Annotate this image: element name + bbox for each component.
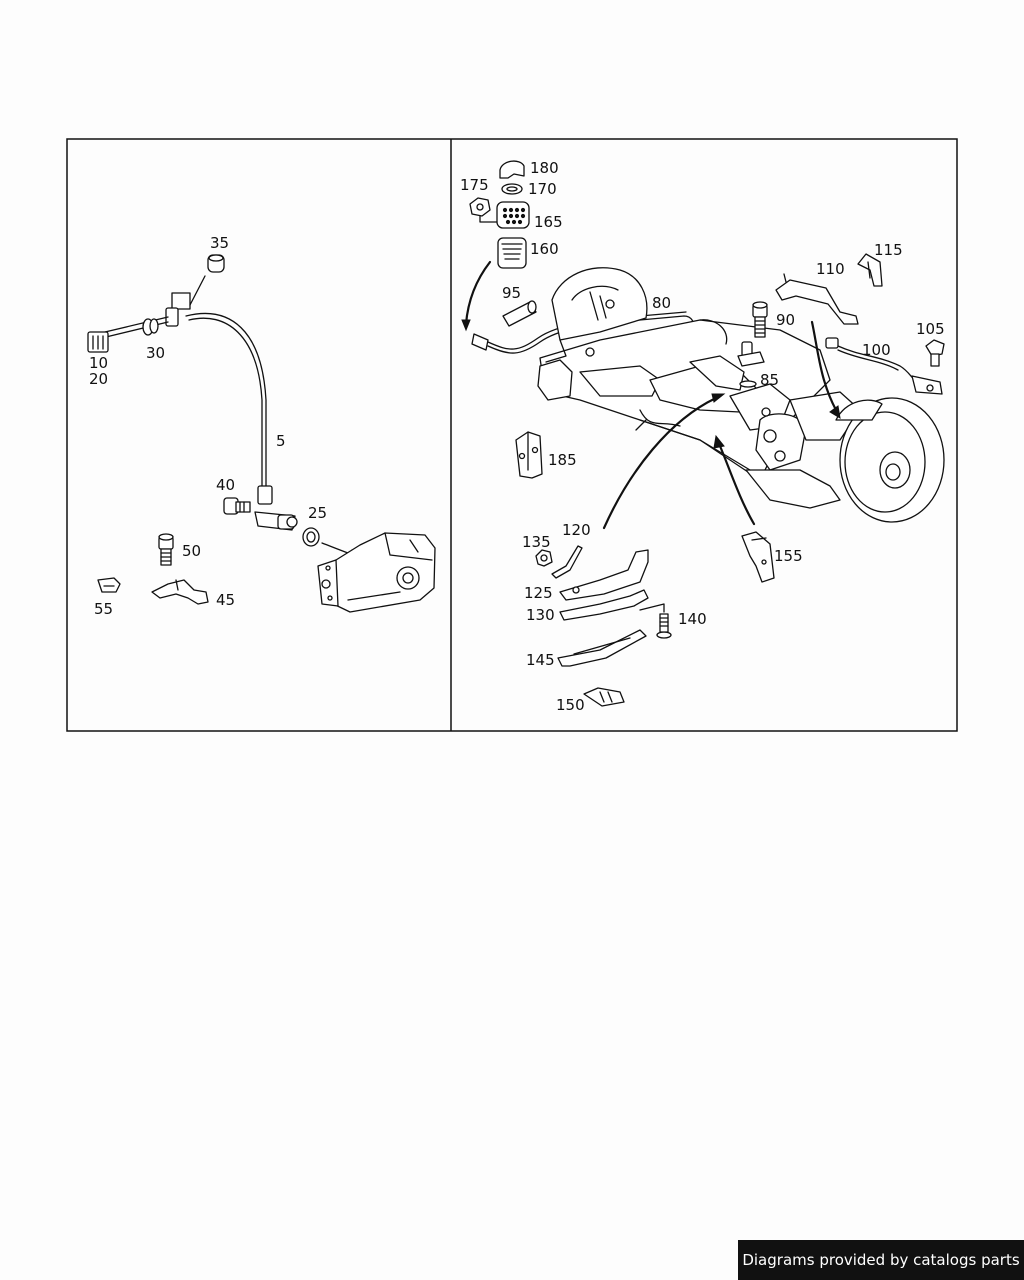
part-125-bracket[interactable]	[559, 549, 649, 601]
label-110: 110	[816, 260, 845, 278]
part-140-screw[interactable]	[639, 603, 672, 639]
part-150-pad[interactable]	[583, 687, 625, 707]
label-80: 80	[652, 294, 671, 312]
wheel-hub-disc[interactable]	[835, 397, 945, 523]
label-40: 40	[216, 476, 235, 494]
label-165: 165	[534, 213, 563, 231]
label-120: 120	[562, 521, 591, 539]
label-45: 45	[216, 591, 235, 609]
rear-axle-assembly[interactable]	[537, 267, 861, 509]
label-145: 145	[526, 651, 555, 669]
label-25: 25	[308, 504, 327, 522]
label-35: 35	[210, 234, 229, 252]
arrow-120	[602, 396, 718, 530]
arrow-155	[718, 444, 756, 526]
part-10-connector[interactable]	[87, 331, 109, 353]
credit-banner: Diagrams provided by catalogs parts	[738, 1240, 1024, 1280]
label-85: 85	[760, 371, 779, 389]
label-55: 55	[94, 600, 113, 618]
arrow-160	[464, 260, 492, 326]
part-45-bracket[interactable]	[151, 579, 209, 605]
part-175-nut[interactable]	[469, 197, 498, 223]
part-115-clip[interactable]	[857, 253, 883, 287]
part-110-bracket[interactable]	[775, 273, 859, 325]
label-100: 100	[862, 341, 891, 359]
right-panel: 180 175 170 165 160 95 80 110 115 90 105…	[460, 159, 945, 714]
label-185: 185	[548, 451, 577, 469]
label-150: 150	[556, 696, 585, 714]
diagram-frame	[66, 138, 958, 732]
left-panel: 35 30 10 20 5 40 25 50 45 55	[87, 234, 436, 618]
part-85-washer[interactable]	[739, 380, 757, 388]
part-160-connector-housing[interactable]	[497, 237, 527, 269]
part-55-clip[interactable]	[97, 577, 121, 593]
part-100-sensor-cable[interactable]	[825, 337, 943, 395]
part-185-bracket[interactable]	[515, 431, 543, 479]
part-165-connector[interactable]	[496, 201, 530, 229]
label-155: 155	[774, 547, 803, 565]
label-140: 140	[678, 610, 707, 628]
label-20: 20	[89, 370, 108, 388]
part-35-grommet[interactable]	[207, 254, 225, 273]
part-120-clip[interactable]	[551, 545, 583, 579]
sensor-body[interactable]	[254, 485, 298, 531]
part-95-sleeve[interactable]	[502, 300, 537, 327]
label-105: 105	[916, 320, 945, 338]
part-90-bolt[interactable]	[752, 301, 768, 338]
label-95: 95	[502, 284, 521, 302]
label-175: 175	[460, 176, 489, 194]
part-145-rail[interactable]	[557, 629, 647, 667]
part-105-bolt[interactable]	[925, 339, 945, 367]
label-130: 130	[526, 606, 555, 624]
label-50: 50	[182, 542, 201, 560]
part-50-bolt[interactable]	[158, 533, 174, 566]
label-115: 115	[874, 241, 903, 259]
differential-housing[interactable]	[317, 532, 436, 613]
part-30-grommet[interactable]	[142, 318, 159, 336]
part-25-o-ring[interactable]	[302, 527, 320, 547]
label-135: 135	[522, 533, 551, 551]
part-40-bolt[interactable]	[223, 497, 251, 515]
label-5: 5	[276, 432, 286, 450]
part-5-sensor-cable[interactable]	[104, 292, 267, 489]
arrow-110	[810, 320, 838, 412]
label-180: 180	[530, 159, 559, 177]
label-30: 30	[146, 344, 165, 362]
label-160: 160	[530, 240, 559, 258]
wheel-speed-sensor[interactable]	[737, 341, 765, 367]
part-180-cap[interactable]	[499, 160, 525, 179]
label-170: 170	[528, 180, 557, 198]
part-135-nut[interactable]	[535, 549, 553, 567]
part-130-shield[interactable]	[559, 589, 649, 621]
part-170-seal[interactable]	[501, 183, 523, 195]
leader-35	[189, 275, 206, 306]
label-10: 10	[89, 354, 108, 372]
part-155-bracket[interactable]	[741, 531, 775, 583]
label-125: 125	[524, 584, 553, 602]
label-90: 90	[776, 311, 795, 329]
